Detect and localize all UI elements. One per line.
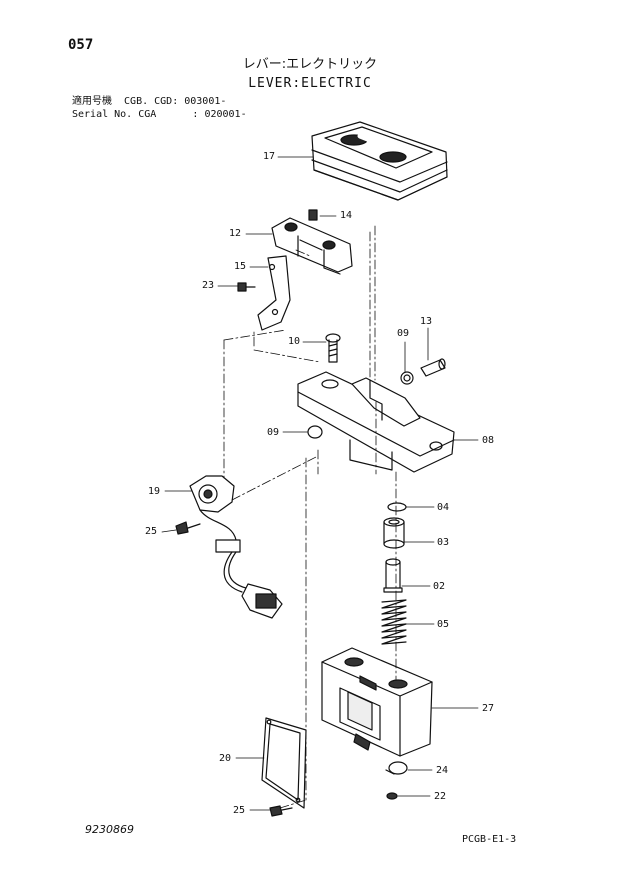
callout-13: 13 <box>420 316 433 327</box>
callout-24: 24 <box>436 765 449 776</box>
callout-10: 10 <box>288 336 301 347</box>
boot-cover-part-17 <box>311 121 448 201</box>
title-japanese: レバー:エレクトリック <box>242 57 378 72</box>
screw-part-23 <box>237 282 256 292</box>
housing-part-27 <box>321 647 433 757</box>
callout-09-upper: 09 <box>397 328 410 339</box>
o-ring-part-04 <box>387 502 407 512</box>
bracket-part-12 <box>271 217 353 275</box>
callout-12: 12 <box>229 228 242 239</box>
callout-04: 04 <box>437 502 450 513</box>
title-english: LEVER:ELECTRIC <box>248 76 372 91</box>
clip-part-24 <box>385 761 408 775</box>
page-number: 057 <box>68 37 94 53</box>
callout-19: 19 <box>148 486 161 497</box>
serial-line-2: Serial No. CGA : 020001- <box>72 109 247 120</box>
drawing-number: 9230869 <box>85 823 134 836</box>
callout-03: 03 <box>437 537 450 548</box>
spring-part-05 <box>381 599 407 645</box>
bushing-part-09-upper <box>400 371 414 385</box>
pin-part-13 <box>420 358 446 377</box>
bushing-part-09-lower <box>307 425 323 439</box>
assembly-center-lines <box>223 225 397 809</box>
callout-20: 20 <box>219 753 232 764</box>
callout-02: 02 <box>433 581 446 592</box>
bolt-part-10 <box>325 333 341 363</box>
callout-05: 05 <box>437 619 450 630</box>
callout-25-upper: 25 <box>145 526 158 537</box>
sleeve-part-03 <box>383 517 405 549</box>
callout-23: 23 <box>202 280 215 291</box>
plate-part-15 <box>257 255 291 331</box>
leader-lines <box>161 156 479 811</box>
screw-part-25-lower <box>269 805 293 817</box>
gasket-part-20 <box>261 717 307 809</box>
switch-part-19 <box>189 475 283 619</box>
screw-part-25-upper <box>175 521 201 535</box>
callout-22: 22 <box>434 791 447 802</box>
serial-line-1: 適用号機 CGB. CGD: 003001- <box>72 96 227 107</box>
set-screw-part-14 <box>308 209 318 221</box>
callout-27: 27 <box>482 703 495 714</box>
callout-17: 17 <box>263 151 276 162</box>
callout-15: 15 <box>234 261 247 272</box>
bolt-part-22 <box>386 792 398 800</box>
callout-25-lower: 25 <box>233 805 246 816</box>
callout-14: 14 <box>340 210 353 221</box>
plunger-part-02 <box>383 558 403 593</box>
sheet-reference: PCGB-E1-3 <box>462 834 517 845</box>
callout-09-lower: 09 <box>267 427 280 438</box>
callout-08: 08 <box>482 435 495 446</box>
